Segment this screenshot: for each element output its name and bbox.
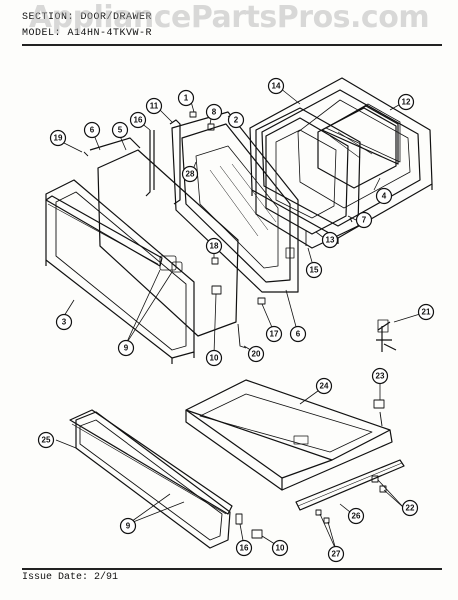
svg-text:12: 12 — [402, 98, 411, 107]
callout-17: 17 — [265, 325, 283, 343]
svg-text:4: 4 — [382, 192, 387, 201]
callout-9-drawer: 9 — [119, 517, 137, 535]
svg-text:2: 2 — [234, 116, 239, 125]
svg-text:11: 11 — [150, 102, 159, 111]
hinge-bracket — [145, 130, 155, 197]
svg-text:24: 24 — [320, 382, 329, 391]
svg-text:6: 6 — [90, 126, 95, 135]
hinge — [169, 119, 181, 205]
callout-11: 11 — [145, 97, 163, 115]
callout-16-upper: 16 — [129, 111, 147, 129]
drawer-hardware — [235, 399, 387, 539]
issue-date: Issue Date: 2/91 — [22, 572, 119, 583]
callout-6-liner: 6 — [289, 325, 307, 343]
door-glass — [97, 149, 239, 337]
drawer-front-panel — [69, 409, 233, 549]
svg-text:14: 14 — [272, 82, 281, 91]
callout-19: 19 — [49, 129, 67, 147]
door-gasket — [89, 137, 141, 151]
callout-14: 14 — [267, 77, 285, 95]
model-header: MODEL: A14HN-4TKVW-R — [22, 28, 153, 39]
svg-text:9: 9 — [124, 344, 129, 353]
callout-15: 15 — [305, 261, 323, 279]
callout-26: 26 — [347, 507, 365, 525]
svg-text:28: 28 — [186, 170, 195, 179]
callout-7: 7 — [355, 211, 373, 229]
callout-9-door: 9 — [117, 339, 135, 357]
svg-text:22: 22 — [406, 504, 415, 513]
svg-text:9: 9 — [126, 522, 131, 531]
svg-text:17: 17 — [270, 330, 279, 339]
callout-12: 12 — [397, 93, 415, 111]
callout-2: 2 — [227, 111, 245, 129]
callout-10-drawer: 10 — [271, 539, 289, 557]
hardware — [83, 111, 353, 349]
callout-3: 3 — [55, 313, 73, 331]
svg-text:16: 16 — [240, 544, 249, 553]
svg-text:5: 5 — [118, 126, 123, 135]
callout-25: 25 — [37, 431, 55, 449]
callouts: 1 2 3 4 5 6 6 7 8 9 9 10 10 11 12 13 14 … — [37, 77, 435, 563]
drawer-rail — [295, 459, 405, 511]
svg-text:26: 26 — [352, 512, 361, 521]
outer-door — [45, 179, 195, 364]
svg-text:25: 25 — [42, 436, 51, 445]
svg-text:15: 15 — [310, 266, 319, 275]
callout-6-gasket: 6 — [83, 121, 101, 139]
callout-10-door: 10 — [205, 349, 223, 367]
svg-text:3: 3 — [62, 318, 67, 327]
svg-text:8: 8 — [212, 108, 217, 117]
svg-text:10: 10 — [210, 354, 219, 363]
callout-23: 23 — [371, 367, 389, 385]
glass-pack — [317, 103, 401, 189]
svg-text:7: 7 — [362, 216, 367, 225]
svg-text:18: 18 — [210, 242, 219, 251]
svg-text:23: 23 — [376, 372, 385, 381]
svg-text:1: 1 — [184, 94, 189, 103]
drawer-body — [185, 379, 393, 491]
callout-21: 21 — [417, 303, 435, 321]
callout-27: 27 — [327, 545, 345, 563]
svg-text:13: 13 — [326, 236, 335, 245]
door-frame — [255, 107, 361, 249]
section-header: SECTION: DOOR/DRAWER — [22, 12, 153, 23]
footer-rule — [22, 568, 442, 570]
callout-13: 13 — [321, 231, 339, 249]
callout-1: 1 — [177, 89, 195, 107]
svg-text:27: 27 — [332, 550, 341, 559]
leader-lines — [55, 87, 421, 551]
door-latch — [376, 319, 397, 352]
callout-20: 20 — [247, 345, 265, 363]
svg-text:21: 21 — [422, 308, 431, 317]
callout-5: 5 — [111, 121, 129, 139]
callout-24: 24 — [315, 377, 333, 395]
callout-22: 22 — [401, 499, 419, 517]
callout-28: 28 — [181, 165, 199, 183]
callout-18: 18 — [205, 237, 223, 255]
inner-door-liner — [171, 111, 299, 293]
door-handle — [45, 195, 183, 273]
svg-text:10: 10 — [276, 544, 285, 553]
svg-text:19: 19 — [54, 134, 63, 143]
callout-8: 8 — [205, 103, 223, 121]
callout-4: 4 — [375, 187, 393, 205]
watermark: AppliancePartsPros.com — [28, 0, 430, 35]
svg-text:20: 20 — [252, 350, 261, 359]
callout-16-lower: 16 — [235, 539, 253, 557]
header-rule — [22, 44, 442, 46]
svg-text:16: 16 — [134, 116, 143, 125]
svg-text:6: 6 — [296, 330, 301, 339]
